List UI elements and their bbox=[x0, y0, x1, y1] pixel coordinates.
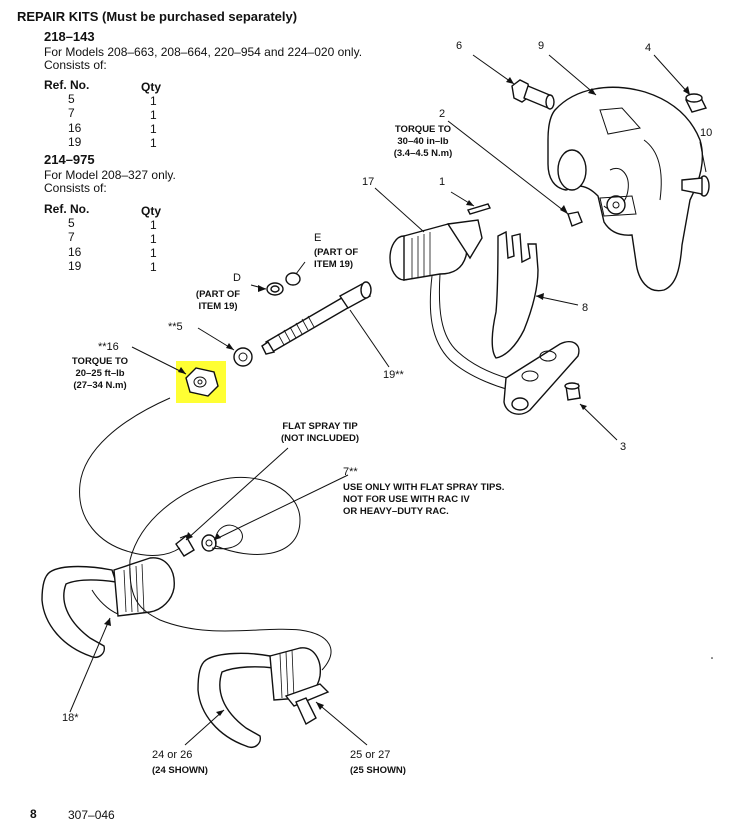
note-line: FLAT SPRAY TIP bbox=[282, 421, 358, 432]
part-e-washer bbox=[285, 272, 301, 286]
part-25-tip-base bbox=[284, 683, 330, 726]
gun-handle bbox=[547, 86, 704, 292]
part-10-screw bbox=[681, 175, 710, 197]
table-cell-qty: 1 bbox=[150, 94, 157, 108]
note-line: OR HEAVY–DUTY RAC. bbox=[343, 506, 449, 517]
callout-1: 1 bbox=[439, 176, 446, 188]
kit-description: For Models 208–663, 208–664, 220–954 and… bbox=[44, 45, 363, 59]
document-number: 307–046 bbox=[68, 808, 115, 822]
table-cell-qty: 1 bbox=[150, 232, 157, 246]
part-d-oring-inner bbox=[270, 285, 280, 293]
note-line: (PART OF bbox=[314, 247, 359, 258]
table-cell-ref: 5 bbox=[68, 216, 75, 230]
page-number: 8 bbox=[30, 807, 37, 821]
shown-24-note: (24 SHOWN) bbox=[152, 765, 208, 776]
table-cell-ref: 16 bbox=[68, 245, 82, 259]
table-cell-ref: 7 bbox=[68, 106, 75, 120]
col-ref-header: Ref. No. bbox=[44, 78, 90, 92]
callout-8: 8 bbox=[582, 302, 589, 314]
note-line: 30–40 in–lb bbox=[397, 136, 449, 147]
part-19-needle-assembly bbox=[261, 281, 372, 355]
table-cell-ref: 7 bbox=[68, 230, 75, 244]
callout-17: 17 bbox=[362, 176, 375, 188]
callout-2: 2 bbox=[439, 108, 446, 120]
col-qty-header: Qty bbox=[141, 204, 162, 218]
callout-6: 6 bbox=[456, 40, 463, 52]
torque-note-16: TORQUE TO 20–25 ft–lb (27–34 N.m) bbox=[60, 356, 140, 392]
note-line: ITEM 19) bbox=[198, 301, 238, 312]
table-cell-qty: 1 bbox=[150, 246, 157, 260]
callout-7: 7** bbox=[343, 466, 358, 478]
part-18-tip-guard bbox=[41, 557, 175, 658]
note-line: (NOT INCLUDED) bbox=[280, 433, 360, 444]
callout-16: **16 bbox=[98, 341, 119, 353]
note-line: USE ONLY WITH FLAT SPRAY TIPS. bbox=[343, 482, 505, 493]
table-cell-ref: 19 bbox=[68, 259, 82, 273]
page-title: REPAIR KITS (Must be purchased separatel… bbox=[17, 9, 298, 24]
note-line: TORQUE TO bbox=[394, 124, 452, 135]
part-16-seat-housing bbox=[185, 367, 219, 397]
table-cell-ref: 19 bbox=[68, 135, 82, 149]
table-cell-qty: 1 bbox=[150, 260, 157, 274]
part-7-gasket bbox=[201, 534, 217, 552]
torque-note-2: TORQUE TO 30–40 in–lb (3.4–4.5 N.m) bbox=[380, 124, 466, 160]
part-17-fluid-tube bbox=[389, 219, 523, 393]
label-e: E bbox=[314, 232, 322, 244]
part-6-screw bbox=[511, 79, 555, 110]
part-8-trigger bbox=[491, 230, 539, 359]
arrowheads bbox=[104, 77, 690, 716]
part-1-pin bbox=[467, 203, 491, 215]
note-e: (PART OF ITEM 19) bbox=[314, 247, 358, 271]
note-line: (PART OF bbox=[195, 289, 241, 300]
callout-19: 19** bbox=[383, 369, 404, 381]
table-cell-qty: 1 bbox=[150, 136, 157, 150]
label-d: D bbox=[233, 272, 241, 284]
note-line: (27–34 N.m) bbox=[73, 380, 127, 391]
note-line: (3.4–4.5 N.m) bbox=[393, 148, 453, 159]
col-qty-header: Qty bbox=[141, 80, 162, 94]
part-5-gasket bbox=[233, 347, 253, 367]
note-line: 20–25 ft–lb bbox=[75, 368, 125, 379]
note-line: TORQUE TO bbox=[71, 356, 129, 367]
trigger-guard-bracket bbox=[503, 340, 581, 415]
speck-mark bbox=[711, 657, 713, 659]
callout-4: 4 bbox=[645, 42, 652, 54]
callout-24: 24 or 26 bbox=[152, 749, 193, 761]
callout-9: 9 bbox=[538, 40, 545, 52]
kit-consists: Consists of: bbox=[44, 181, 107, 195]
shown-25-note: (25 SHOWN) bbox=[350, 765, 406, 776]
part-4-plug bbox=[684, 93, 708, 113]
kit-consists: Consists of: bbox=[44, 58, 107, 72]
callout-5: **5 bbox=[168, 321, 183, 333]
callout-10: 10 bbox=[700, 127, 713, 139]
callout-25: 25 or 27 bbox=[350, 749, 391, 761]
note-d: (PART OF ITEM 19) bbox=[188, 289, 248, 313]
use-only-note: USE ONLY WITH FLAT SPRAY TIPS. NOT FOR U… bbox=[343, 482, 504, 518]
note-line: ITEM 19) bbox=[314, 259, 354, 270]
table-cell-qty: 1 bbox=[150, 122, 157, 136]
assembly-path-line bbox=[79, 397, 332, 671]
callout-18: 18* bbox=[62, 712, 79, 724]
table-cell-ref: 16 bbox=[68, 121, 82, 135]
col-ref-header: Ref. No. bbox=[44, 202, 90, 216]
kit-description: For Model 208–327 only. bbox=[44, 168, 176, 182]
callout-3: 3 bbox=[620, 441, 627, 453]
kit-number: 218–143 bbox=[44, 29, 95, 44]
table-cell-qty: 1 bbox=[150, 108, 157, 122]
table-cell-qty: 1 bbox=[150, 218, 157, 232]
flat-tip-note: FLAT SPRAY TIP (NOT INCLUDED) bbox=[270, 421, 370, 445]
kit-number: 214–975 bbox=[44, 152, 95, 167]
part-2-nut bbox=[567, 211, 583, 227]
note-line: NOT FOR USE WITH RAC IV bbox=[343, 494, 470, 505]
table-cell-ref: 5 bbox=[68, 92, 75, 106]
